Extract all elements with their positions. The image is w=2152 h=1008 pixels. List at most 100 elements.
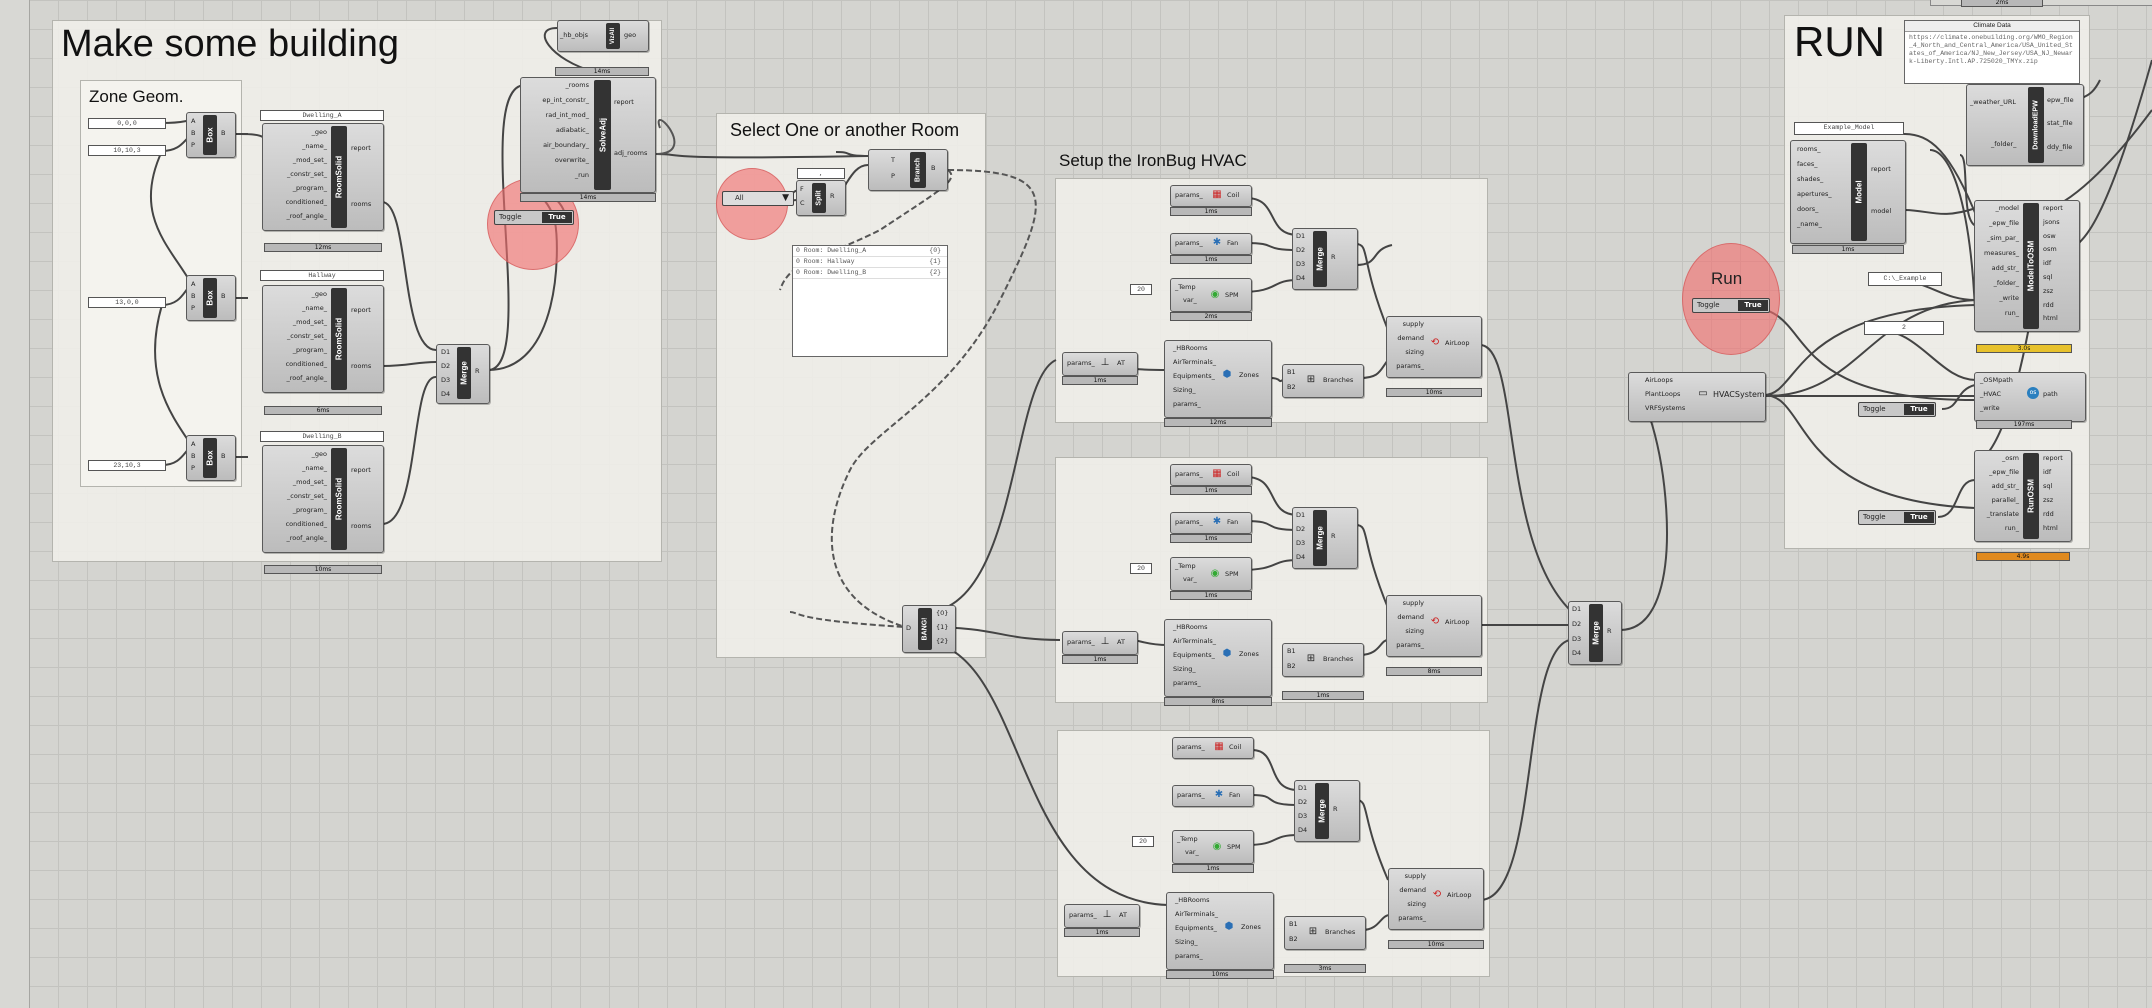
port[interactable]: B2 <box>1287 383 1296 391</box>
port[interactable]: var_ <box>1185 848 1199 856</box>
air-terminal-component[interactable]: params_⊥AT <box>1062 352 1138 376</box>
port[interactable]: rad_int_mod_ <box>545 111 589 119</box>
port[interactable]: html <box>2043 524 2058 532</box>
climate-data-panel[interactable]: Climate Data https://climate.onebuilding… <box>1904 20 2080 84</box>
port[interactable]: _geo <box>311 128 327 136</box>
port[interactable]: R <box>1331 253 1336 261</box>
port[interactable]: params_ <box>1175 470 1203 478</box>
port[interactable]: D2 <box>441 362 451 370</box>
roomsolid-component[interactable]: _geo_name__mod_set__constr_set__program_… <box>262 285 384 393</box>
port[interactable]: supply <box>1404 872 1426 880</box>
port[interactable]: idf <box>2043 259 2052 268</box>
port[interactable]: _constr_set_ <box>287 492 327 500</box>
port[interactable]: D4 <box>1572 649 1582 657</box>
temperature-input[interactable]: 20 <box>1130 563 1152 574</box>
port[interactable]: rdd <box>2043 300 2054 309</box>
port[interactable]: D1 <box>441 348 451 356</box>
port[interactable]: _run <box>574 171 589 179</box>
port[interactable]: var_ <box>1183 296 1197 304</box>
port[interactable]: _write <box>1999 294 2019 302</box>
port[interactable]: B2 <box>1287 662 1296 670</box>
port[interactable]: add_str_ <box>1991 264 2019 272</box>
port[interactable]: params_ <box>1177 743 1205 751</box>
roomsolid-component[interactable]: _geo_name__mod_set__constr_set__program_… <box>262 123 384 231</box>
port[interactable]: stat_file <box>2047 119 2073 127</box>
fan-component[interactable]: params_✱Fan <box>1170 512 1252 534</box>
port[interactable]: supply <box>1402 599 1424 607</box>
port[interactable]: demand <box>1397 613 1424 621</box>
port[interactable]: P <box>191 141 195 149</box>
port[interactable]: A <box>191 117 196 125</box>
port[interactable]: var_ <box>1183 575 1197 583</box>
room-name-panel[interactable]: Dwelling_B <box>260 431 384 442</box>
port[interactable]: params_ <box>1175 518 1203 526</box>
merge-rooms-component[interactable]: D1 D2 D3 D4 Merge R <box>436 344 490 404</box>
port[interactable]: _name_ <box>302 304 327 312</box>
port[interactable]: sizing <box>1405 627 1424 635</box>
port[interactable]: _write <box>1980 404 2000 412</box>
port[interactable]: _geo <box>311 450 327 458</box>
port[interactable]: params_ <box>1396 362 1424 370</box>
port[interactable]: R <box>1607 627 1612 635</box>
coil-component[interactable]: params_▦Coil <box>1170 185 1252 207</box>
port[interactable]: _HBRooms <box>1173 623 1208 631</box>
hvac-system-component[interactable]: AirLoops PlantLoops VRFSystems ▭ HVACSys… <box>1628 372 1766 422</box>
toggle-write-hvac[interactable]: Toggle True <box>1858 402 1936 417</box>
coil-component[interactable]: params_▦Coil <box>1170 464 1252 486</box>
port[interactable]: D2 <box>1298 798 1308 806</box>
port[interactable]: _Temp <box>1175 283 1196 291</box>
port[interactable]: _hb_objs <box>560 31 589 39</box>
port[interactable]: report <box>351 306 371 314</box>
port[interactable]: osm <box>2043 245 2057 254</box>
port[interactable]: rooms <box>351 522 372 530</box>
port[interactable]: D3 <box>1296 539 1306 547</box>
port[interactable]: R <box>1331 532 1336 540</box>
port[interactable]: _constr_set_ <box>287 170 327 178</box>
port[interactable]: VRFSystems <box>1645 404 1686 412</box>
port[interactable]: run_ <box>2004 309 2019 317</box>
port[interactable]: demand <box>1397 334 1424 342</box>
model-component[interactable]: rooms_faces_shades_apertures_doors__name… <box>1790 140 1906 244</box>
port[interactable]: Equipments_ <box>1173 372 1215 380</box>
port[interactable]: D1 <box>1298 784 1308 792</box>
port[interactable]: D2 <box>1296 525 1306 533</box>
port[interactable]: _HVAC <box>1980 390 2002 398</box>
port[interactable]: conditioned_ <box>285 360 327 368</box>
port[interactable]: D3 <box>1296 260 1306 268</box>
port[interactable]: zsz <box>2043 496 2054 504</box>
port[interactable]: _mod_set_ <box>292 318 327 326</box>
port[interactable]: ddy_file <box>2047 143 2073 151</box>
port[interactable]: D1 <box>1572 605 1582 613</box>
port[interactable]: params_ <box>1396 641 1424 649</box>
port[interactable]: B <box>221 129 226 137</box>
port[interactable]: supply <box>1402 320 1424 328</box>
port[interactable]: Equipments_ <box>1173 651 1215 659</box>
port[interactable]: D1 <box>1296 232 1306 240</box>
port[interactable]: rooms <box>351 200 372 208</box>
port[interactable]: doors_ <box>1797 205 1819 213</box>
port[interactable]: report <box>351 144 371 152</box>
room-name-panel[interactable]: Dwelling_A <box>260 110 384 121</box>
port[interactable]: jsons <box>2043 217 2060 226</box>
rooms-panel[interactable]: 0 Room: Dwelling_A{0}0 Room: Hallway{1}0… <box>792 245 948 357</box>
port[interactable]: sql <box>2043 273 2053 281</box>
port[interactable]: P <box>191 304 195 312</box>
port[interactable]: idf <box>2043 468 2052 476</box>
port[interactable]: _geo <box>311 290 327 298</box>
fan-component[interactable]: params_✱Fan <box>1170 233 1252 255</box>
port[interactable]: _name_ <box>1797 220 1822 228</box>
port[interactable]: _roof_angle_ <box>286 212 327 220</box>
port[interactable]: osw <box>2043 231 2056 240</box>
port[interactable]: faces_ <box>1797 160 1818 168</box>
port[interactable]: B1 <box>1287 368 1296 376</box>
port[interactable]: D1 <box>1296 511 1306 519</box>
port[interactable]: model <box>1871 207 1892 215</box>
port[interactable]: B1 <box>1287 647 1296 655</box>
port[interactable]: params_ <box>1067 638 1095 646</box>
